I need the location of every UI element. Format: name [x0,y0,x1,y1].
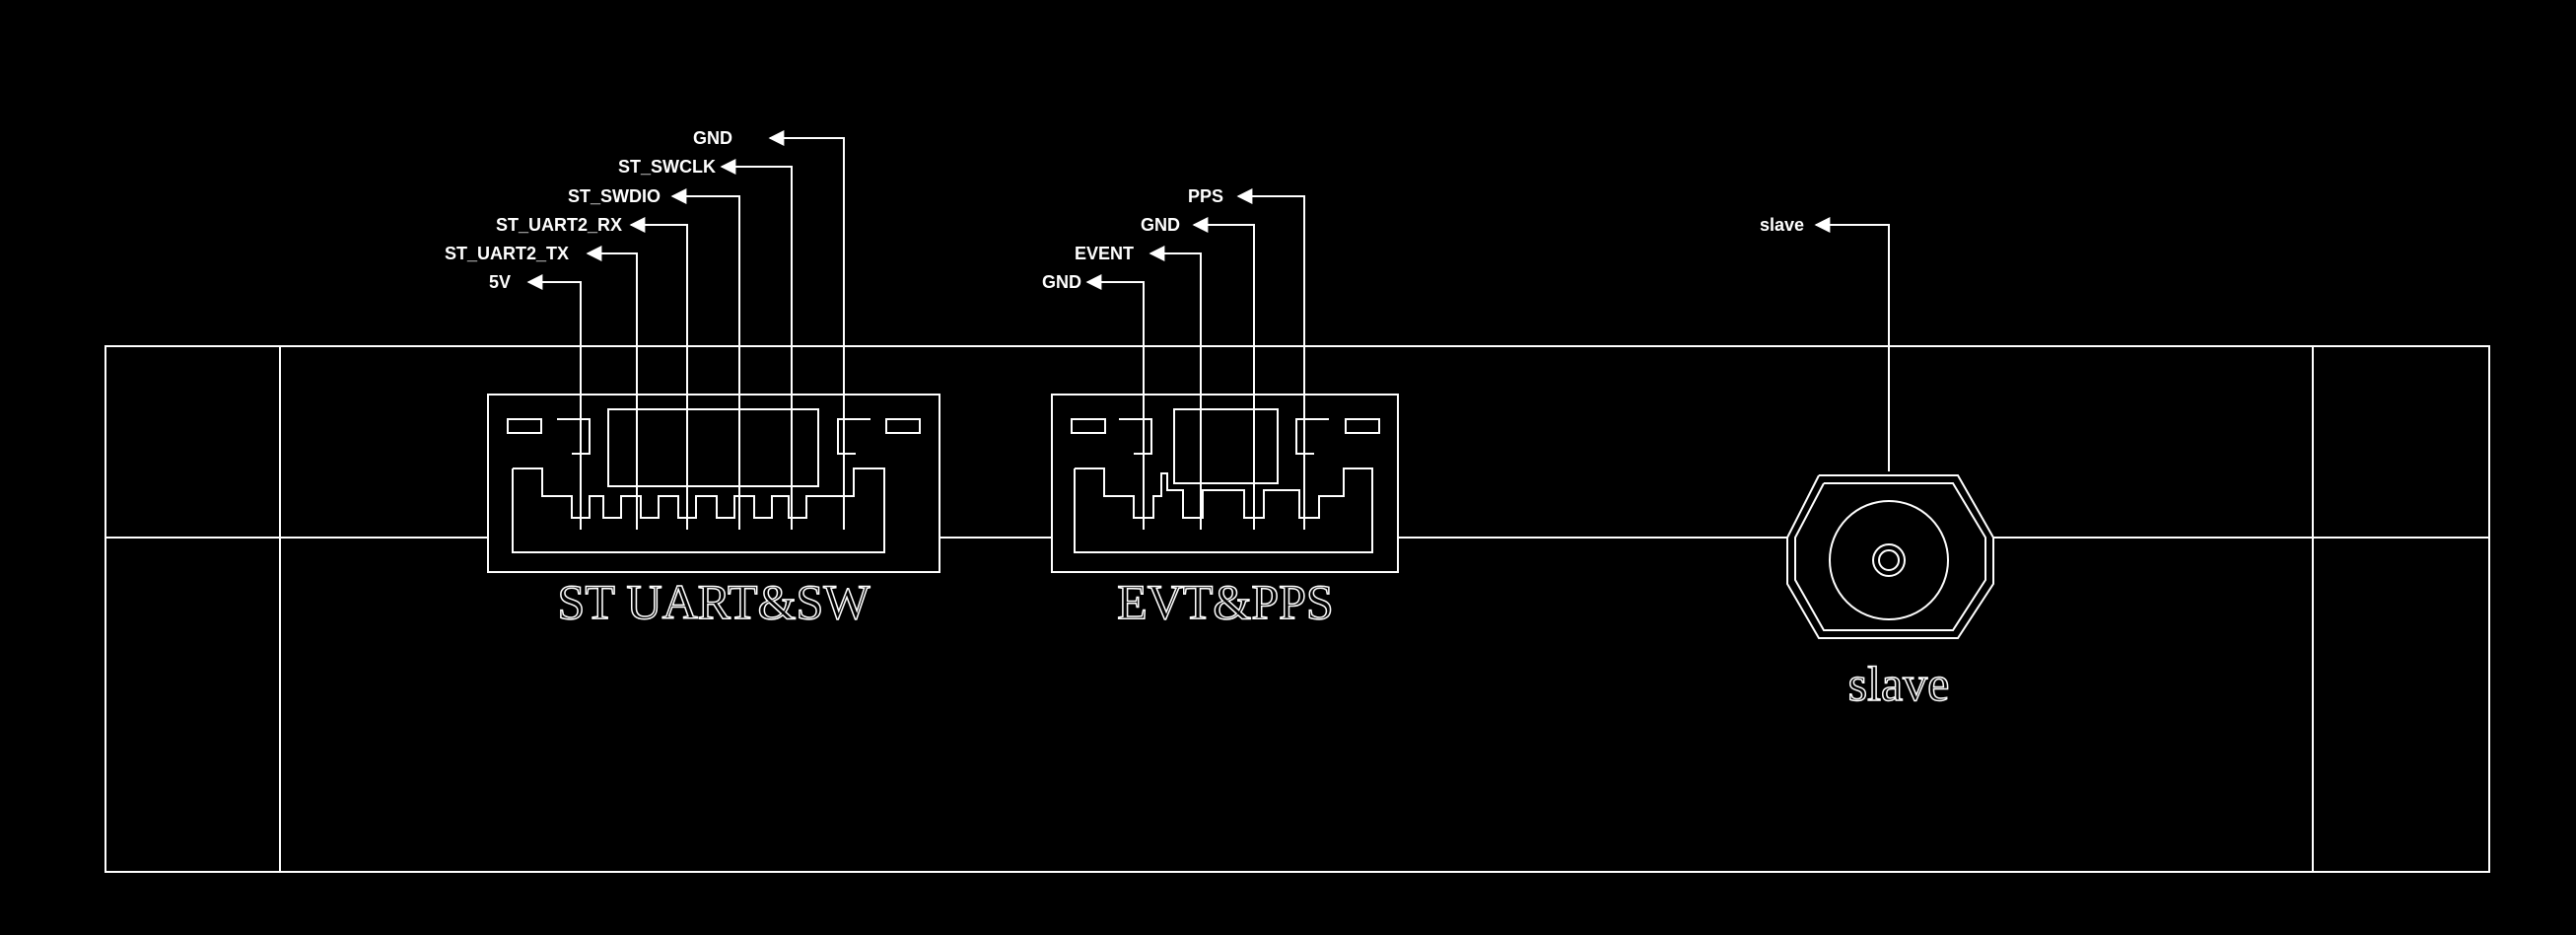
leader-st-swdio [670,188,740,530]
leader-st-uart2-rx [629,217,688,530]
pin-label-st-uart2-rx: ST_UART2_RX [496,215,622,235]
pin-label-gnd: GND [1141,215,1180,235]
pin-label-st-uart2-tx: ST_UART2_TX [445,244,569,263]
pin-label-gnd: GND [693,128,732,148]
leader-slave [1814,217,1890,471]
st-uart-sw-connector [487,394,940,573]
leader-st-swclk [720,159,793,530]
leader-gnd [1192,217,1255,530]
port-label-st-uart-sw: ST UART&SW [558,574,871,629]
leader-gnd [768,130,845,530]
leader-5v [526,274,582,530]
leader-event [1149,246,1202,530]
pin-label-st-swdio: ST_SWDIO [568,186,661,206]
pin-label-st-swclk: ST_SWCLK [618,157,716,177]
st-uart-sw-pin-labels: 5V ST_UART2_TX ST_UART2_RX ST_SWDIO ST_S… [445,128,732,292]
leader-pps [1236,188,1305,530]
evt-pps-connector [1051,394,1399,573]
leader-gnd [1085,274,1145,530]
pin-label-5v: 5V [489,272,511,292]
port-label-evt-pps: EVT&PPS [1117,574,1334,629]
slave-coax-connector [1786,474,1994,639]
port-label-slave: slave [1848,656,1950,711]
pin-label-event: EVENT [1075,244,1134,263]
panel-outline [104,345,2490,873]
pin-label-gnd: GND [1042,272,1081,292]
pin-label-pps: PPS [1188,186,1223,206]
leader-st-uart2-tx [586,246,638,530]
pin-label-slave: slave [1760,215,1804,235]
pin-leader-lines [526,130,1890,530]
evt-pps-pin-labels: GND EVENT GND PPS [1042,186,1223,292]
